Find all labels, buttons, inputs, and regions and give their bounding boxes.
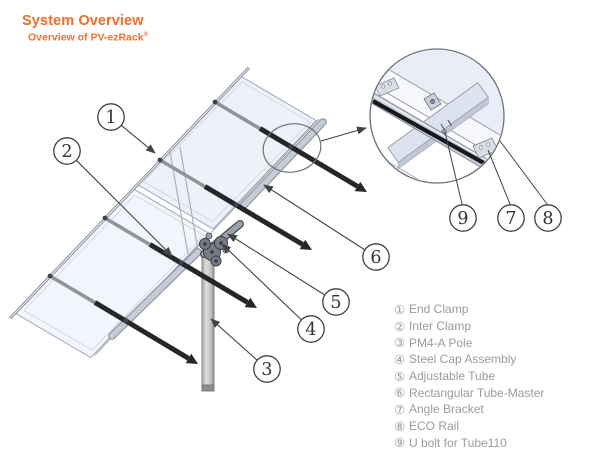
detail-leader-lines xyxy=(444,131,548,205)
svg-text:1: 1 xyxy=(105,108,116,128)
callout-3: 3 xyxy=(253,355,281,383)
callout-1: 1 xyxy=(97,103,125,131)
svg-text:2: 2 xyxy=(61,142,72,162)
page-title: System Overview xyxy=(22,13,144,29)
panel-clamps xyxy=(47,99,294,323)
zoom-link-arrow xyxy=(320,126,367,142)
leader-lines xyxy=(75,124,366,361)
detail-ellipse-highlight xyxy=(262,123,322,173)
panel-array xyxy=(8,66,320,359)
svg-text:6: 6 xyxy=(370,248,381,268)
steel-cap-assembly xyxy=(199,220,244,267)
callout-6: 6 xyxy=(362,243,390,271)
svg-text:4: 4 xyxy=(305,320,316,340)
svg-text:8: 8 xyxy=(542,209,553,229)
callout-5: 5 xyxy=(322,288,350,316)
subtitle-text: Overview of PV-ezRack xyxy=(28,31,144,44)
registered-trademark: ® xyxy=(143,31,149,38)
tube-arrowhead xyxy=(185,353,198,364)
page-subtitle: Overview of PV-ezRack® xyxy=(28,31,148,44)
callout-2: 2 xyxy=(53,137,81,165)
callout-4: 4 xyxy=(297,315,325,343)
u-bolt xyxy=(440,119,453,134)
tube-arrowhead xyxy=(299,239,312,250)
svg-text:7: 7 xyxy=(505,209,516,229)
callouts: 1 2 3 4 5 6 7 8 xyxy=(53,103,562,383)
tube-arrowhead xyxy=(244,297,257,308)
svg-text:5: 5 xyxy=(330,293,341,313)
svg-text:3: 3 xyxy=(261,360,272,380)
detail-circle xyxy=(369,48,548,205)
svg-text:9: 9 xyxy=(457,209,468,229)
callout-9: 9 xyxy=(449,204,477,232)
tube-arrowhead xyxy=(354,181,367,192)
callout-7: 7 xyxy=(497,204,525,232)
callout-8: 8 xyxy=(534,204,562,232)
